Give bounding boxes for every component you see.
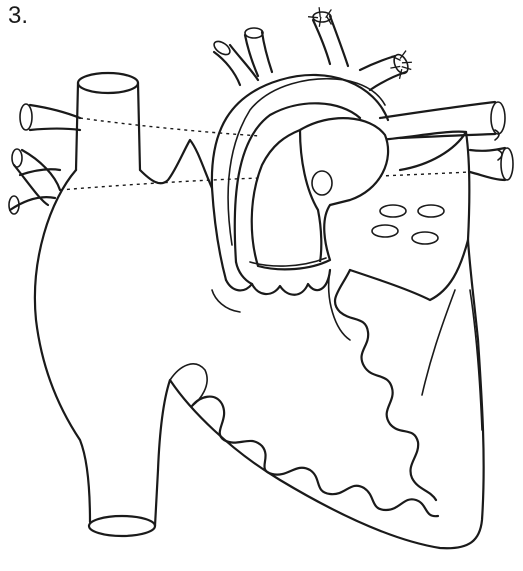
suture-tick xyxy=(402,67,412,70)
suture-tick xyxy=(402,62,412,63)
graft-tube xyxy=(228,79,388,270)
ventricle-wavy-border xyxy=(170,270,438,516)
suture-tick xyxy=(308,17,318,18)
suture-tick xyxy=(392,56,401,60)
pulmonary-vein-ovals xyxy=(372,205,444,244)
suture-tick xyxy=(319,7,320,17)
heart-body xyxy=(35,73,484,548)
suture-tick xyxy=(390,66,400,68)
right-branch-vessels xyxy=(380,102,513,180)
left-branch-vessels xyxy=(9,104,80,214)
suture-tick xyxy=(319,17,321,27)
step-number-label: 3. xyxy=(8,4,28,28)
